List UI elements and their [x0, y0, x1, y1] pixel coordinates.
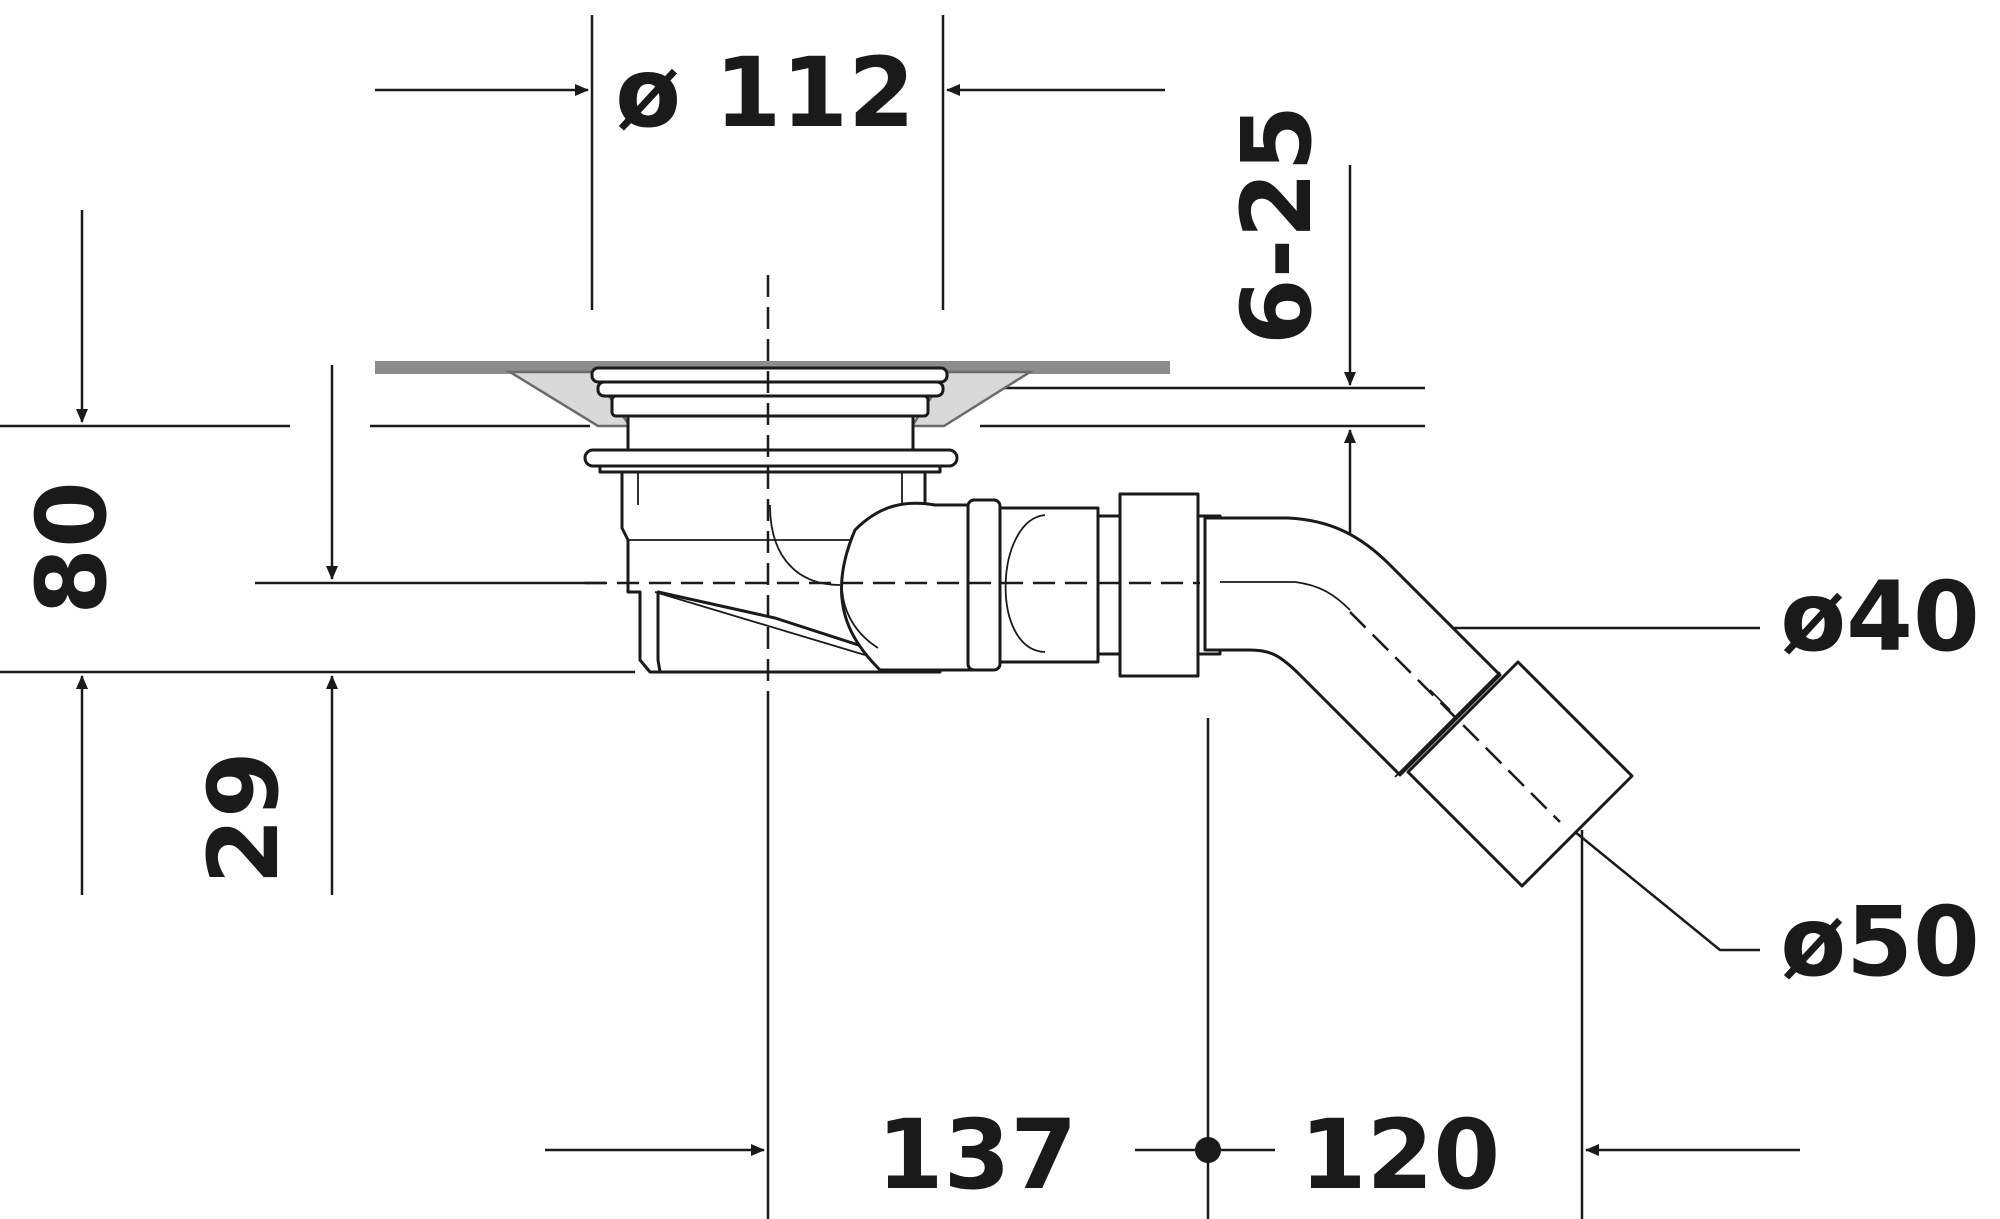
grate-ring-top: [590, 366, 949, 384]
pipe-mark: [1429, 689, 1451, 711]
pipe-segment: [998, 506, 1100, 664]
pipe-diameter-large-label: ø50: [1780, 886, 1980, 998]
overall-height-label: 80: [16, 481, 128, 615]
pipe-ring: [1096, 514, 1122, 656]
elbow: [839, 501, 977, 672]
dimension-offsets: 137 120: [545, 712, 1800, 1219]
lower-height-label: 29: [188, 751, 300, 885]
outlet-centerline: [1349, 611, 1561, 823]
horizontal-pipe: [966, 492, 1222, 678]
leader-50: [1541, 804, 1760, 952]
dim-dot: [1195, 1137, 1221, 1163]
coupling-ring-left: [966, 498, 1002, 672]
wedge-edge: [654, 591, 866, 656]
flange: [583, 448, 959, 468]
grate-ring-2: [596, 380, 945, 398]
angled-outlet-pipe: [1203, 516, 1634, 888]
dimension-heights: 80 29: [0, 210, 635, 895]
pipe-inner-curve: [1004, 514, 1046, 653]
centerlines: [585, 275, 1561, 823]
grate-neck: [626, 414, 915, 452]
socket-rim: [1394, 671, 1501, 778]
dimension-top-diameter: ø 112: [375, 15, 1165, 310]
offset-right-label: 120: [1300, 1099, 1500, 1211]
grate-ring-3: [610, 394, 930, 418]
pipe-diameter-small-label: ø40: [1780, 561, 1980, 673]
outlet-socket: [1406, 660, 1634, 888]
drain-assembly: [583, 366, 977, 674]
bend-centerline: [1220, 581, 1351, 611]
drop-range-label: 6-25: [1221, 105, 1333, 345]
nut: [1118, 492, 1200, 678]
offset-left-label: 137: [877, 1099, 1077, 1211]
elbow-curve: [841, 559, 879, 649]
socket-end: [1537, 792, 1616, 871]
dimension-pipe-diameters: ø40 ø50: [1418, 561, 1980, 998]
top-diameter-label: ø 112: [615, 37, 915, 149]
